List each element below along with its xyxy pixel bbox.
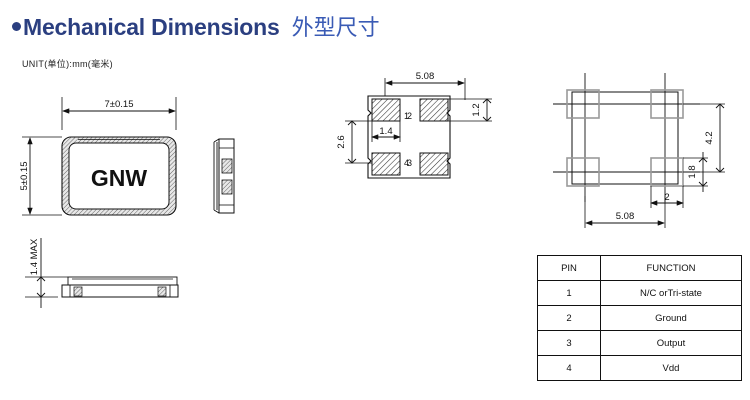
header-pin: PIN	[537, 255, 601, 281]
pin-label-4: 4	[404, 158, 409, 168]
dim-width-7: 7±0.15	[61, 97, 177, 130]
dim-pad-pitch-y-label: 2.6	[336, 135, 347, 148]
cell-function: Output	[600, 330, 742, 356]
pad-view-drawing: 5.08 1 2 3 4 1.2	[336, 71, 492, 179]
title-chinese: 外型尺寸	[291, 15, 380, 40]
land-pattern-drawing: 4.2 1.8 2 5	[553, 73, 725, 228]
pad-2	[419, 98, 449, 122]
pad-1	[371, 98, 401, 122]
dim-height-label: 5±0.15	[19, 162, 30, 191]
dim-width-label: 7±0.15	[105, 99, 134, 110]
bullet-dot-icon	[12, 22, 21, 31]
table-row: 1 N/C orTri-state	[537, 280, 742, 306]
dim-land-pitch-x: 5.08	[584, 196, 666, 228]
unit-note: UNIT(单位):mm(毫米)	[22, 59, 113, 69]
pin-label-1: 1	[404, 111, 409, 121]
land-pad-1	[566, 89, 600, 119]
table-header-row: PIN FUNCTION	[537, 255, 742, 281]
dim-pad-height-label: 1.2	[471, 103, 482, 116]
dim-pad-pitch-x-label: 5.08	[416, 71, 435, 82]
dim-height-5: 5±0.15	[19, 136, 62, 216]
title-english: Mechanical Dimensions	[23, 14, 280, 40]
dim-pad-width: 1.4	[371, 121, 401, 142]
pad-4	[371, 152, 401, 176]
cell-pin: 4	[537, 355, 601, 381]
cell-function: Vdd	[600, 355, 742, 381]
pad-3	[419, 152, 449, 176]
cell-pin: 1	[537, 280, 601, 306]
pin-function-table: PIN FUNCTION 1 N/C orTri-state 2 Ground …	[537, 255, 742, 381]
dim-land-inner-y-label: 1.8	[687, 165, 698, 178]
land-pad-4	[566, 157, 600, 187]
cell-function: N/C orTri-state	[600, 280, 742, 306]
table-row: 3 Output	[537, 330, 742, 356]
header-function: FUNCTION	[600, 255, 742, 281]
cell-pin: 2	[537, 305, 601, 331]
dim-pad-pitch-y: 2.6	[336, 120, 372, 164]
dim-land-pad-x-label: 2	[664, 192, 669, 203]
dim-pad-width-label: 1.4	[379, 126, 392, 137]
pin-label-2: 2	[407, 111, 412, 121]
top-view-drawing: 7±0.15 5±0.15 GNW	[19, 97, 177, 216]
package-marking-label: GNW	[91, 165, 148, 191]
table-row: 2 Ground	[537, 305, 742, 331]
dim-land-pad-x: 2	[650, 186, 684, 208]
side-profile-drawing	[213, 138, 235, 214]
dim-land-outer-y-label: 4.2	[704, 131, 715, 144]
pin-label-3: 3	[407, 158, 412, 168]
dim-land-outer-y: 4.2	[683, 103, 725, 173]
dim-thickness: 1.4 MAX	[25, 238, 68, 308]
bottom-side-view-drawing: 1.4 MAX	[25, 238, 179, 308]
table-row: 4 Vdd	[537, 355, 742, 381]
package-inner-lid	[68, 142, 170, 210]
page-title: Mechanical Dimensions 外型尺寸	[12, 10, 380, 42]
dim-pad-height: 1.2	[448, 98, 492, 122]
cell-function: Ground	[600, 305, 742, 331]
dim-thickness-label: 1.4 MAX	[29, 238, 40, 275]
cell-pin: 3	[537, 330, 601, 356]
dim-land-inner-y: 1.8	[683, 152, 708, 192]
dim-land-pitch-x-label: 5.08	[616, 211, 635, 222]
